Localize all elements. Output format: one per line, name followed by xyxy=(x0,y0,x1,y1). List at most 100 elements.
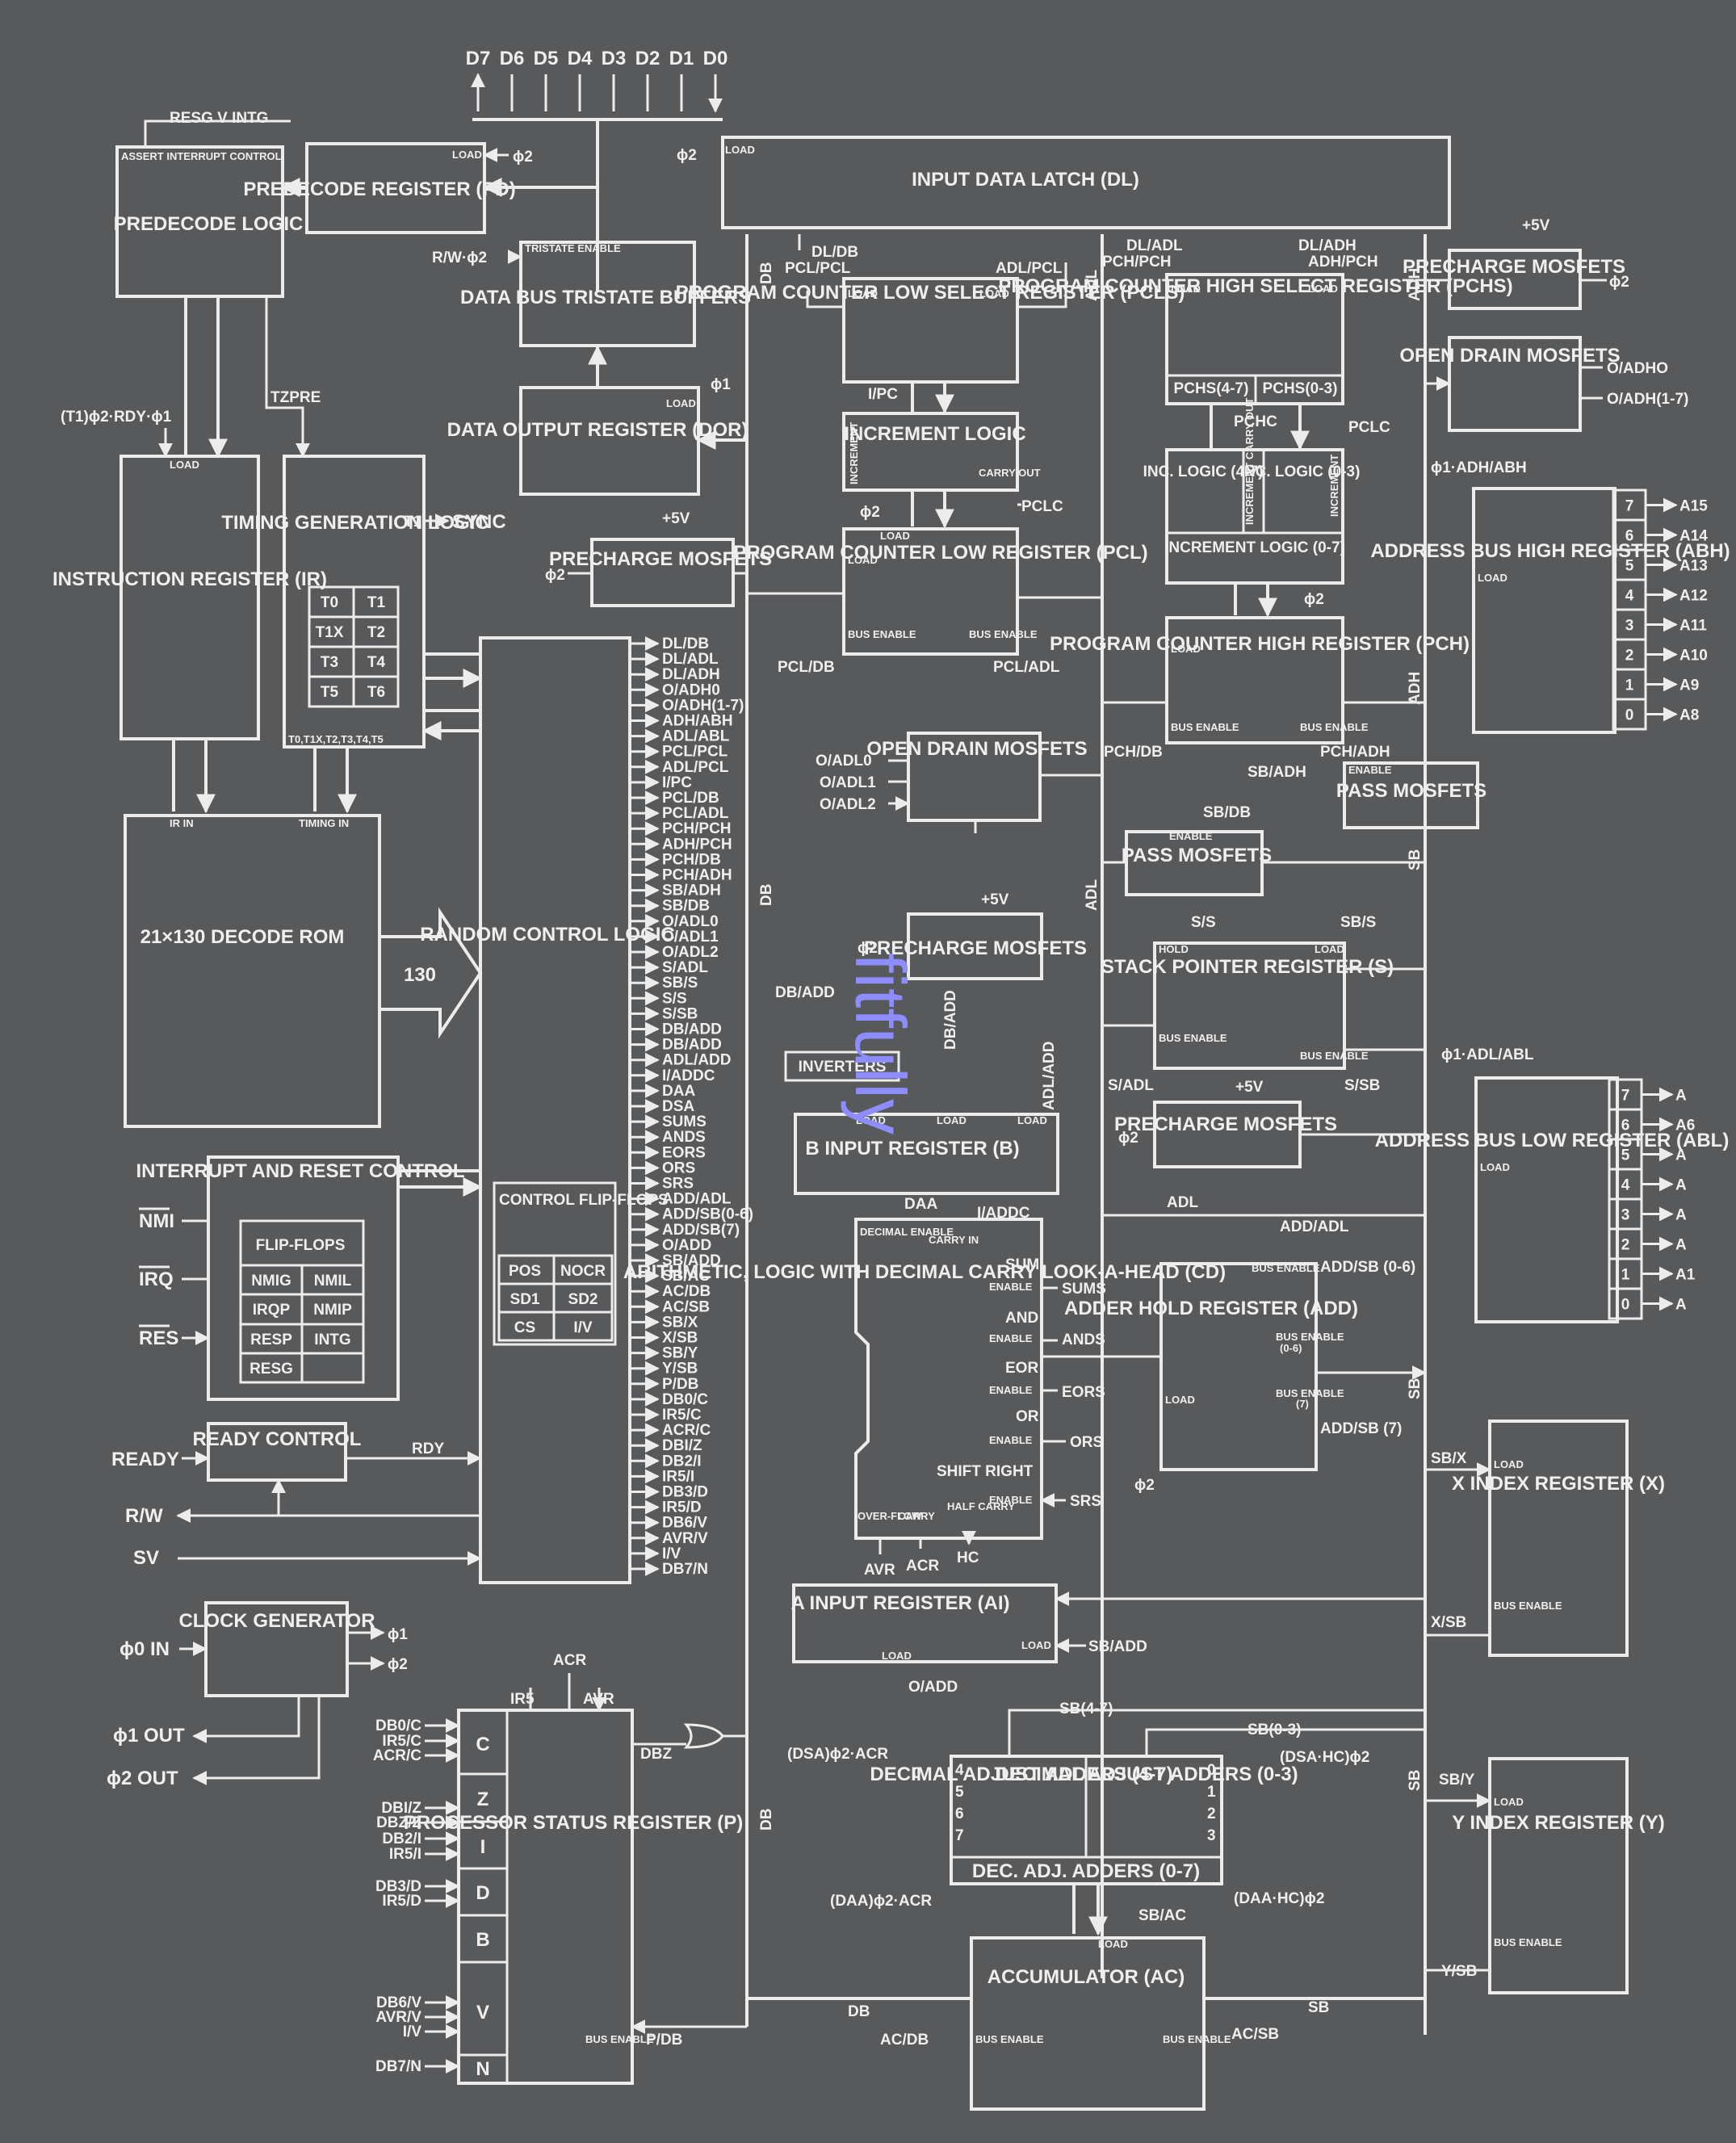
control-line-label: Y/SB xyxy=(662,1361,698,1378)
x-index-block: X INDEX REGISTER (X) LOAD BUS ENABLE SB/… xyxy=(1425,1420,1665,1657)
timing-cell-t4: T4 xyxy=(367,654,386,671)
control-line-label: IR5/I xyxy=(662,1468,694,1485)
add-be-7: BUS ENABLE xyxy=(1276,1387,1344,1399)
sp-label: STACK POINTER REGISTER (S) xyxy=(1101,956,1394,978)
sp-be-r: BUS ENABLE xyxy=(1300,1050,1369,1062)
address-pin: A10 xyxy=(1679,648,1708,665)
address-pin: A8 xyxy=(1679,707,1699,724)
dec-bottom-label: DEC. ADJ. ADDERS (0-7) xyxy=(972,1860,1200,1882)
precharge-tr-label: PRECHARGE MOSFETS xyxy=(1403,256,1625,278)
dec-zero-l: 0 xyxy=(912,1765,921,1782)
adl-label-mid: ADL xyxy=(1167,1194,1198,1211)
bit-label: 3 xyxy=(1625,618,1634,635)
ff-resg: RESG xyxy=(249,1361,293,1378)
bit-label: 0 xyxy=(1621,1297,1630,1314)
ff-resp: RESP xyxy=(250,1332,292,1348)
alu-en-or: ENABLE xyxy=(989,1434,1033,1446)
alu-or: OR xyxy=(1016,1408,1039,1425)
o-adh0-label: O/ADHO xyxy=(1607,360,1668,377)
abh-block: ADDRESS BUS HIGH REGISTER (ABH) LOAD ϕ1·… xyxy=(1370,459,1730,734)
pchs-right: PCHS(0-3) xyxy=(1263,380,1338,397)
timing-cell-t6: T6 xyxy=(367,684,385,701)
address-pin: A xyxy=(1675,1297,1687,1314)
clk-phi1-label: ϕ1 xyxy=(388,1626,408,1643)
ps-input-label: DB3/D xyxy=(375,1878,421,1895)
control-lines-list: DL/DBDL/ADLDL/ADHO/ADH0O/ADH(1-7)ADH/ABH… xyxy=(630,635,753,1578)
alu-en-sr: ENABLE xyxy=(989,1494,1033,1506)
timing-label: TIMING GENERATION LOGIC xyxy=(221,512,489,534)
pch-adh-label: PCH/ADH xyxy=(1320,744,1390,761)
inc-low-label: INCREMENT LOGIC xyxy=(844,423,1025,445)
precharge-mid-block: PRECHARGE MOSFETS +5V ϕ2 xyxy=(858,891,1087,980)
nmi-input: NMI xyxy=(139,1210,174,1232)
control-line-label: DB/ADD xyxy=(662,1037,722,1054)
cff-sd2: SD2 xyxy=(568,1291,598,1308)
sums-label: SUMS xyxy=(1062,1281,1106,1298)
db-add-label-2: DB/ADD xyxy=(942,990,959,1050)
pin-d5: D5 xyxy=(534,48,559,69)
pcl-load-2: LOAD xyxy=(848,554,878,566)
control-line-label: PCH/PCH xyxy=(662,820,732,837)
predecode-register-label: PREDECODE REGISTER (PD) xyxy=(243,178,515,200)
ps-input-label: DB6/V xyxy=(376,1994,421,2011)
add-7: (7) xyxy=(1296,1398,1309,1410)
control-line-label: SB/AC xyxy=(662,1268,710,1285)
resg-intg-label: RESG V INTG xyxy=(170,110,268,127)
add-sb7-label: ADD/SB (7) xyxy=(1320,1420,1402,1437)
precharge-tr-block: PRECHARGE MOSFETS +5V ϕ2 xyxy=(1403,217,1629,310)
pcl-load: LOAD xyxy=(880,530,910,542)
control-line-label: O/ADL2 xyxy=(662,944,719,961)
adl-bus-label-1: ADL xyxy=(1084,270,1101,301)
dec-bit-l: 4 xyxy=(955,1762,964,1779)
timing-foot-label: T0,T1X,T2,T3,T4,T5 xyxy=(288,733,384,745)
sb-db-label: SB/DB xyxy=(1203,804,1251,821)
sb-ac-label: SB/AC xyxy=(1138,1907,1186,1924)
bit-label: 1 xyxy=(1621,1267,1630,1284)
stack-pointer-block: STACK POINTER REGISTER (S) HOLD LOAD BUS… xyxy=(1101,914,1425,1094)
control-line-label: DL/ADL xyxy=(662,651,719,668)
ready-control-block: READY CONTROL READY RDY R/W SV xyxy=(111,1422,482,1569)
pass-mid-label: PASS MOSFETS xyxy=(1122,845,1272,866)
alu-carry: CARRY xyxy=(898,1510,935,1522)
alu-and: AND xyxy=(1005,1310,1038,1327)
inc-high-block: INC. LOGIC (4-7) INC. LOGIC (0-3) INCREM… xyxy=(1143,397,1360,615)
control-line-label: ADD/SB(0-6) xyxy=(662,1206,753,1223)
ai-load-2: LOAD xyxy=(1021,1639,1051,1651)
pm-phi2: ϕ2 xyxy=(858,940,878,957)
pm-5v: +5V xyxy=(981,891,1009,908)
pass-mid-block: PASS MOSFETS ENABLE SB/DB xyxy=(1102,804,1425,896)
ac-sb-label: AC/SB xyxy=(1231,2026,1279,2043)
control-line-label: DL/ADH xyxy=(662,666,720,683)
x-sb-label: X/SB xyxy=(1431,1614,1466,1631)
b-load-2: LOAD xyxy=(937,1114,967,1126)
control-line-label: ADD/ADL xyxy=(662,1191,732,1208)
address-pin: A xyxy=(1675,1207,1687,1224)
clk-phi2-label: ϕ2 xyxy=(388,1656,408,1673)
pcl-pcl-label: PCL/PCL xyxy=(785,260,851,277)
ps-acr-label: ACR xyxy=(553,1652,586,1669)
sp-be-l: BUS ENABLE xyxy=(1159,1032,1227,1044)
control-line-label: I/ADDC xyxy=(662,1067,715,1084)
clock-gen-label: CLOCK GENERATOR xyxy=(178,1610,375,1632)
sp-hold: HOLD xyxy=(1159,943,1189,955)
tristate-label: DATA BUS TRISTATE BUFFERS xyxy=(460,287,751,308)
pcls-i-pc: I/PC xyxy=(868,386,898,403)
dl-phi2-label: ϕ2 xyxy=(677,147,697,164)
control-line-label: SB/ADH xyxy=(662,883,721,900)
adh-bus-label-2: ADH xyxy=(1407,672,1424,705)
x-be: BUS ENABLE xyxy=(1494,1600,1562,1612)
bit-label: 5 xyxy=(1625,558,1634,575)
control-line-label: ADL/PCL xyxy=(662,759,729,776)
dec-right-label: DECIMAL ADJUST ADDERS (0-3) xyxy=(995,1763,1298,1785)
ps-input-label: DBZ/Z xyxy=(376,1814,421,1831)
control-line-label: DSA xyxy=(662,1098,694,1115)
input-data-latch-block: INPUT DATA LATCH (DL) ϕ2 LOAD xyxy=(677,136,1451,229)
pin-d2: D2 xyxy=(635,48,660,69)
control-line-label: AC/DB xyxy=(662,1283,711,1300)
dl-adh-label: DL/ADH xyxy=(1298,237,1357,254)
db-add-label-1: DB/ADD xyxy=(775,984,835,1001)
address-pin: A xyxy=(1675,1177,1687,1194)
pl-phi2: ϕ2 xyxy=(545,567,565,584)
precharge-mid-label: PRECHARGE MOSFETS xyxy=(864,937,1087,959)
